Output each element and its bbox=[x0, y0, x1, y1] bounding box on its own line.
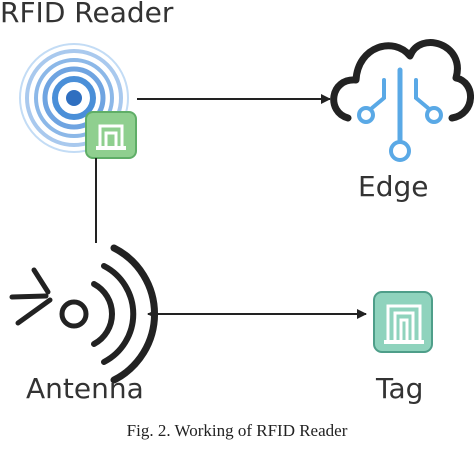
chip-icon bbox=[85, 111, 137, 159]
tag-icon bbox=[373, 291, 433, 353]
edge-cloud-icon bbox=[330, 39, 474, 162]
antenna-icon bbox=[9, 244, 158, 384]
rfid-reader-label: RFID Reader bbox=[0, 0, 174, 29]
rfid-reader-icon bbox=[19, 43, 129, 153]
edge-label: Edge bbox=[358, 170, 429, 203]
figure-caption: Fig. 2. Working of RFID Reader bbox=[126, 421, 348, 440]
tag-label: Tag bbox=[376, 372, 424, 405]
antenna-label: Antenna bbox=[26, 372, 144, 405]
